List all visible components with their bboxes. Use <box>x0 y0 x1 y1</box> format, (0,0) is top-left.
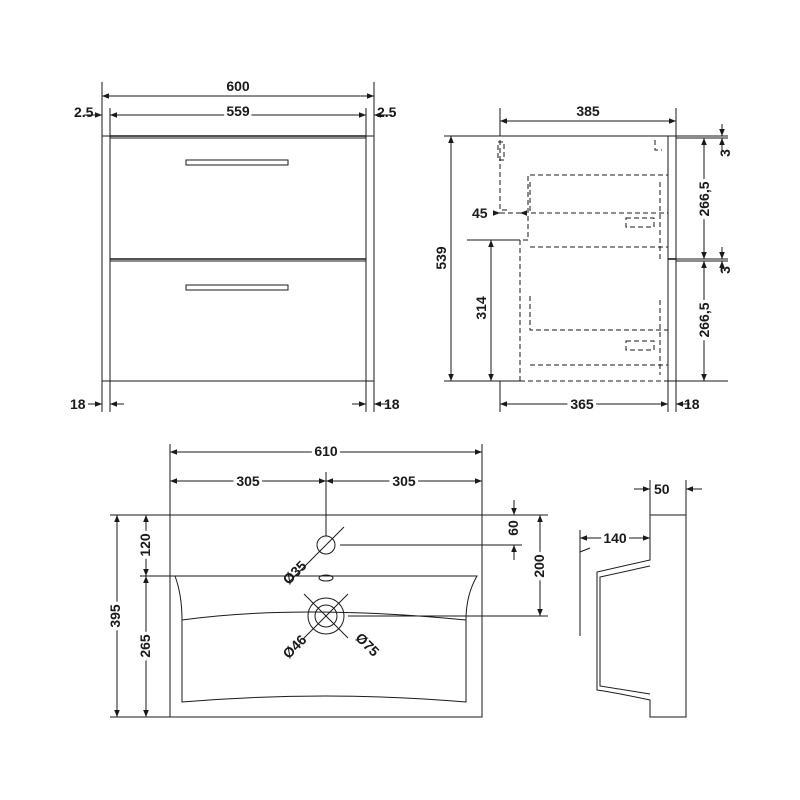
dim-front-side-left: 2.5 <box>74 104 102 120</box>
basin-tap-hole-label: Ø35 <box>279 557 309 587</box>
dim-side-drawer-bottom: 266,5 <box>693 261 715 381</box>
front-panel-left-label: 18 <box>70 396 86 412</box>
waste-crosshair <box>303 593 349 639</box>
dim-basin-rim-depth: 120 <box>134 515 156 576</box>
top-drawer-handle <box>185 159 289 166</box>
dim-basin-waste-hole: Ø46 <box>279 631 309 661</box>
dim-front-panel-right: 18 <box>352 396 400 412</box>
waste-outer <box>307 597 345 635</box>
front-view: 600 559 2.5 2.5 18 18 <box>70 78 400 412</box>
dim-front-inner-width: 559 <box>110 100 366 122</box>
basin-overall-width-label: 610 <box>314 443 338 459</box>
section-bowl-depth-label: 140 <box>603 530 627 546</box>
dim-basin-overall-width: 610 <box>170 440 482 462</box>
dim-side-drawer-top: 266,5 <box>693 138 715 259</box>
basin-plan-view: 610 305 305 60 200 395 120 265 <box>104 440 550 718</box>
section-thickness-label: 50 <box>654 481 670 497</box>
basin-bowl-depth-label: 265 <box>137 634 153 658</box>
basin-waste-offset-label: 200 <box>531 554 547 578</box>
front-overall-width-label: 600 <box>226 78 250 94</box>
dim-front-panel-left: 18 <box>70 396 124 412</box>
basin-section-view: 50 140 <box>579 480 702 718</box>
overflow-slot <box>318 574 334 582</box>
side-bottom-handle <box>625 340 655 351</box>
basin-waste-hole-label: Ø46 <box>279 631 309 661</box>
dim-section-thickness: 50 <box>634 481 702 497</box>
dim-basin-half-right: 305 <box>326 470 482 492</box>
front-panel-right-label: 18 <box>384 396 400 412</box>
basin-waste-outer-label: Ø75 <box>353 629 383 659</box>
dim-basin-overall-depth: 395 <box>104 515 126 717</box>
dim-side-depth: 385 <box>500 103 676 124</box>
dim-front-overall-width: 600 <box>102 78 374 99</box>
side-depth-label: 385 <box>576 103 600 119</box>
dim-front-side-right: 2.5 <box>374 104 397 120</box>
dim-side-handle-offset: 45 <box>472 205 527 221</box>
bottom-drawer-handle <box>185 284 289 291</box>
side-gap-mid-label: 3 <box>717 266 733 274</box>
side-handle-offset-label: 45 <box>472 205 488 221</box>
side-cabinet-outline <box>497 135 677 382</box>
side-back-panel-label: 18 <box>684 396 700 412</box>
front-cabinet-outline <box>101 135 375 382</box>
dim-side-lower-height: 314 <box>473 240 494 381</box>
side-inner-depth-label: 365 <box>570 396 594 412</box>
front-inner-width-label: 559 <box>226 103 250 119</box>
dim-side-gap-mid: 3 <box>717 247 733 274</box>
side-gap-top-label: 3 <box>717 149 733 157</box>
waste-inner <box>314 604 338 628</box>
side-lower-height-label: 314 <box>473 296 489 320</box>
side-height-label: 539 <box>433 246 449 270</box>
dim-basin-waste-outer: Ø75 <box>353 629 383 659</box>
basin-rim-depth-label: 120 <box>137 533 153 557</box>
side-top-handle <box>625 217 655 228</box>
dim-basin-waste-offset: 200 <box>528 515 550 616</box>
front-side-right-label: 2.5 <box>377 104 397 120</box>
dim-side-gap-top: 3 <box>717 124 733 157</box>
dim-section-bowl-depth: 140 <box>580 527 650 549</box>
side-view: 385 539 314 45 365 18 3 2 <box>433 103 733 415</box>
basin-half-left-label: 305 <box>236 473 260 489</box>
side-drawer-top-label: 266,5 <box>696 181 712 216</box>
dim-basin-bowl-depth: 265 <box>134 576 156 717</box>
dim-side-inner-depth: 365 <box>500 393 668 415</box>
front-side-left-label: 2.5 <box>74 104 94 120</box>
side-drawer-bottom-label: 266,5 <box>696 302 712 337</box>
basin-tap-offset-label: 60 <box>505 520 521 536</box>
dim-basin-tap-hole: Ø35 <box>279 526 345 587</box>
dim-side-back-panel: 18 <box>676 396 700 412</box>
dim-side-height: 539 <box>433 136 454 381</box>
dim-basin-tap-offset: 60 <box>505 500 521 560</box>
basin-half-right-label: 305 <box>392 473 416 489</box>
basin-overall-depth-label: 395 <box>107 604 123 628</box>
basin-section-outline <box>596 514 687 718</box>
basin-section-lip <box>579 547 591 636</box>
dim-basin-half-left: 305 <box>170 470 326 492</box>
